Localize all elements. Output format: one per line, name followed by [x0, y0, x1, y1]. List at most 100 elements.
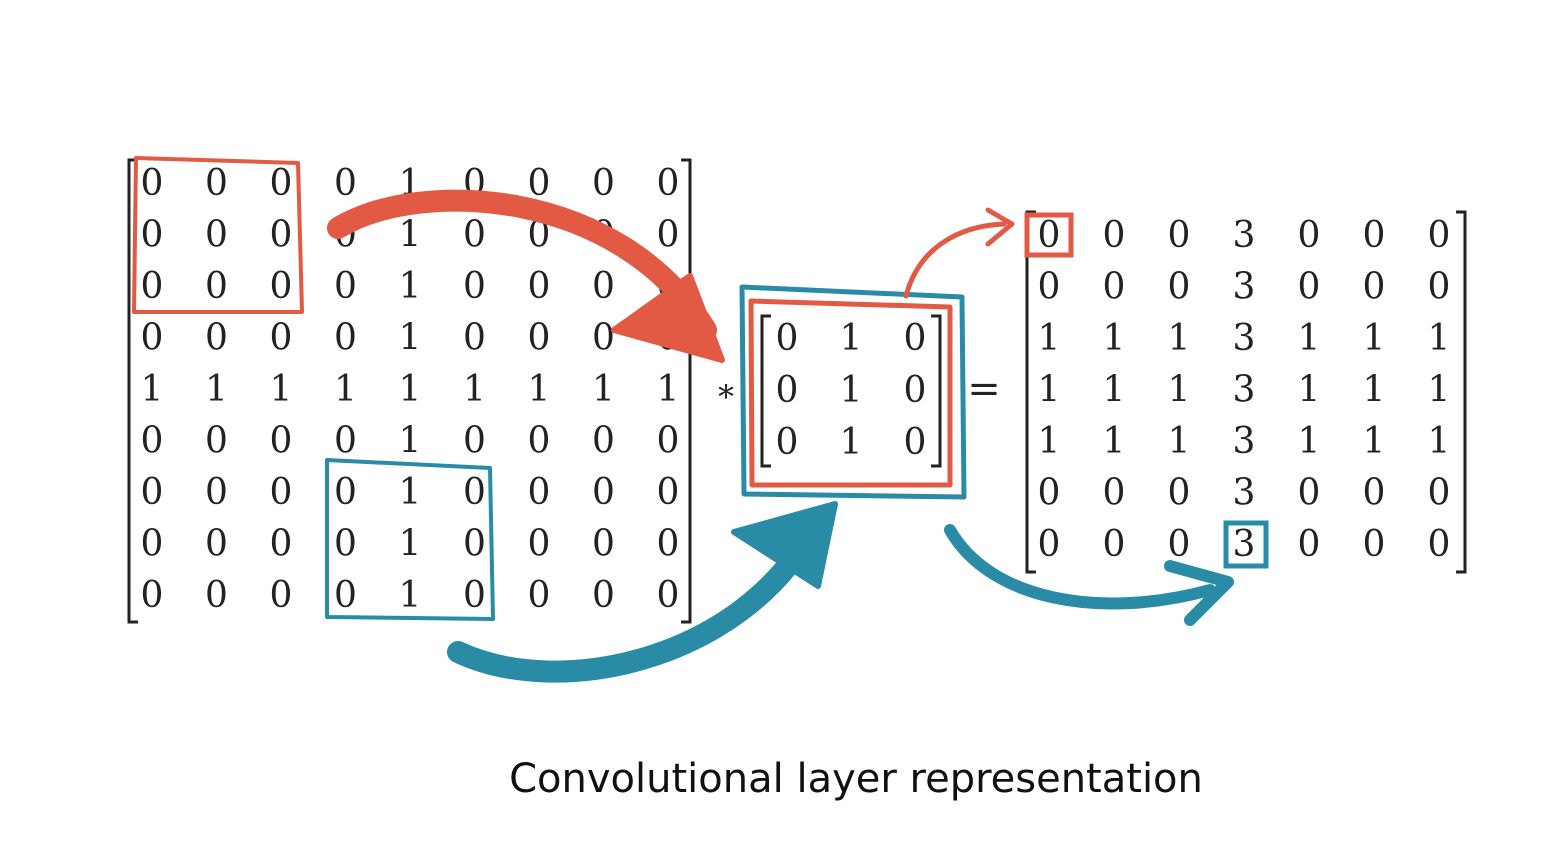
output-matrix-cell: 0: [1363, 267, 1386, 308]
input-matrix-cell: 0: [205, 318, 228, 359]
input-matrix-cell: 0: [270, 524, 293, 565]
output-matrix-cell: 0: [1428, 267, 1451, 308]
output-matrix-cell: 1: [1103, 421, 1126, 462]
output-matrix-cell: 1: [1428, 421, 1451, 462]
output-matrix-cell: 1: [1298, 370, 1321, 411]
input-matrix-cell: 0: [334, 421, 357, 462]
output-matrix-cell: 0: [1038, 524, 1061, 565]
input-matrix-cell: 0: [528, 472, 551, 513]
input-matrix-cell: 0: [528, 524, 551, 565]
input-matrix-cell: 1: [657, 369, 680, 410]
output-matrix-cell: 0: [1103, 267, 1126, 308]
input-matrix-cell: 0: [205, 163, 228, 204]
output-matrix-cell: 1: [1168, 370, 1191, 411]
input-matrix-cell: 1: [592, 369, 615, 410]
input-matrix-cell: 0: [463, 575, 486, 616]
input-matrix-cell: 0: [592, 524, 615, 565]
output-matrix-cell: 1: [1103, 370, 1126, 411]
input-matrix-cell: 1: [399, 421, 422, 462]
input-matrix-cell: 0: [528, 215, 551, 256]
output-matrix-cell: 0: [1103, 524, 1126, 565]
input-matrix-cell: 0: [270, 575, 293, 616]
input-matrix-cell: 0: [528, 421, 551, 462]
output-matrix-cell: 1: [1038, 421, 1061, 462]
arrows: [327, 189, 1234, 683]
input-matrix-cell: 0: [592, 472, 615, 513]
input-matrix-left-bracket: [127, 158, 138, 624]
output-matrix-cell: 3: [1233, 370, 1256, 411]
output-matrix-cell: 3: [1233, 215, 1256, 256]
input-matrix-cell: 0: [528, 163, 551, 204]
kernel-matrix-cell: 1: [840, 370, 863, 411]
output-matrix-cell: 1: [1363, 318, 1386, 359]
input-matrix-cell: 0: [463, 215, 486, 256]
input-matrix-cell: 0: [592, 575, 615, 616]
output-matrix-cell: 0: [1168, 267, 1191, 308]
input-matrix-brackets: [127, 158, 692, 624]
input-matrix-cell: 0: [657, 163, 680, 204]
output-matrix-cell: 0: [1168, 473, 1191, 514]
output-matrix-cell: 1: [1103, 318, 1126, 359]
kernel-matrix-brackets: [760, 314, 942, 468]
input-matrix-cell: 0: [141, 472, 164, 513]
input-matrix-cell: 0: [463, 524, 486, 565]
input-matrix-cell: 1: [334, 369, 357, 410]
output-matrix-cell: 1: [1038, 370, 1061, 411]
input-matrix-cell: 1: [399, 575, 422, 616]
output-matrix-cell: 3: [1233, 473, 1256, 514]
kernel-matrix-cell: 1: [840, 422, 863, 463]
output-matrix-cell: 0: [1428, 524, 1451, 565]
highlight-boxes: [132, 156, 1269, 621]
output-matrix-cell: 1: [1168, 318, 1191, 359]
output-matrix-cell: 1: [1428, 318, 1451, 359]
input-matrix-cell: 0: [334, 524, 357, 565]
input-matrix-cell: 0: [334, 163, 357, 204]
kernel-matrix-left-bracket: [760, 314, 771, 468]
red-arrow-icon: [327, 189, 717, 341]
thin-red-arrow-icon: [903, 221, 1007, 299]
kernel-matrix-cell: 0: [776, 318, 799, 359]
input-matrix-cell: 0: [592, 421, 615, 462]
input-red-window-box: [132, 156, 304, 314]
output-matrix-cell: 1: [1298, 421, 1321, 462]
kernel-matrix-right-bracket: [931, 314, 942, 468]
thin-teal-arrow-icon: [944, 524, 1216, 610]
input-matrix-cell: 1: [270, 369, 293, 410]
input-matrix: 0000100000000100000000100000000100001111…: [141, 163, 680, 616]
input-matrix-cell: 0: [270, 421, 293, 462]
kernel-matrix-cell: 0: [904, 318, 927, 359]
teal-arrowhead-icon: [731, 501, 838, 589]
input-matrix-cell: 1: [399, 318, 422, 359]
input-matrix-cell: 1: [463, 369, 486, 410]
input-matrix-cell: 0: [270, 163, 293, 204]
output-matrix-cell: 3: [1233, 524, 1256, 565]
input-matrix-cell: 0: [657, 215, 680, 256]
input-matrix-cell: 0: [528, 266, 551, 307]
teal-arrow-icon: [447, 519, 823, 683]
input-matrix-cell: 1: [399, 266, 422, 307]
input-matrix-cell: 0: [657, 575, 680, 616]
red-arrowhead-icon: [611, 273, 725, 363]
input-matrix-cell: 1: [399, 472, 422, 513]
output-matrix-cell: 0: [1038, 215, 1061, 256]
output-matrix-cell: 1: [1038, 318, 1061, 359]
output-matrix-cell: 0: [1363, 473, 1386, 514]
input-matrix-cell: 0: [463, 318, 486, 359]
output-matrix-cell: 0: [1038, 267, 1061, 308]
input-teal-window-box: [325, 458, 495, 621]
input-matrix-cell: 1: [141, 369, 164, 410]
kernel-matrix-cell: 1: [840, 318, 863, 359]
input-matrix-cell: 0: [141, 575, 164, 616]
input-matrix-cell: 0: [334, 266, 357, 307]
kernel-matrix-cell: 0: [904, 370, 927, 411]
input-matrix-cell: 0: [270, 266, 293, 307]
output-matrix-cell: 0: [1363, 215, 1386, 256]
input-matrix-cell: 0: [141, 318, 164, 359]
output-matrix-cell: 1: [1428, 370, 1451, 411]
input-matrix-cell: 0: [592, 266, 615, 307]
output-matrix-cell: 0: [1103, 215, 1126, 256]
output-matrix-cell: 0: [1038, 473, 1061, 514]
input-matrix-cell: 0: [141, 421, 164, 462]
output-matrix-cell: 3: [1233, 318, 1256, 359]
input-matrix-cell: 0: [205, 575, 228, 616]
